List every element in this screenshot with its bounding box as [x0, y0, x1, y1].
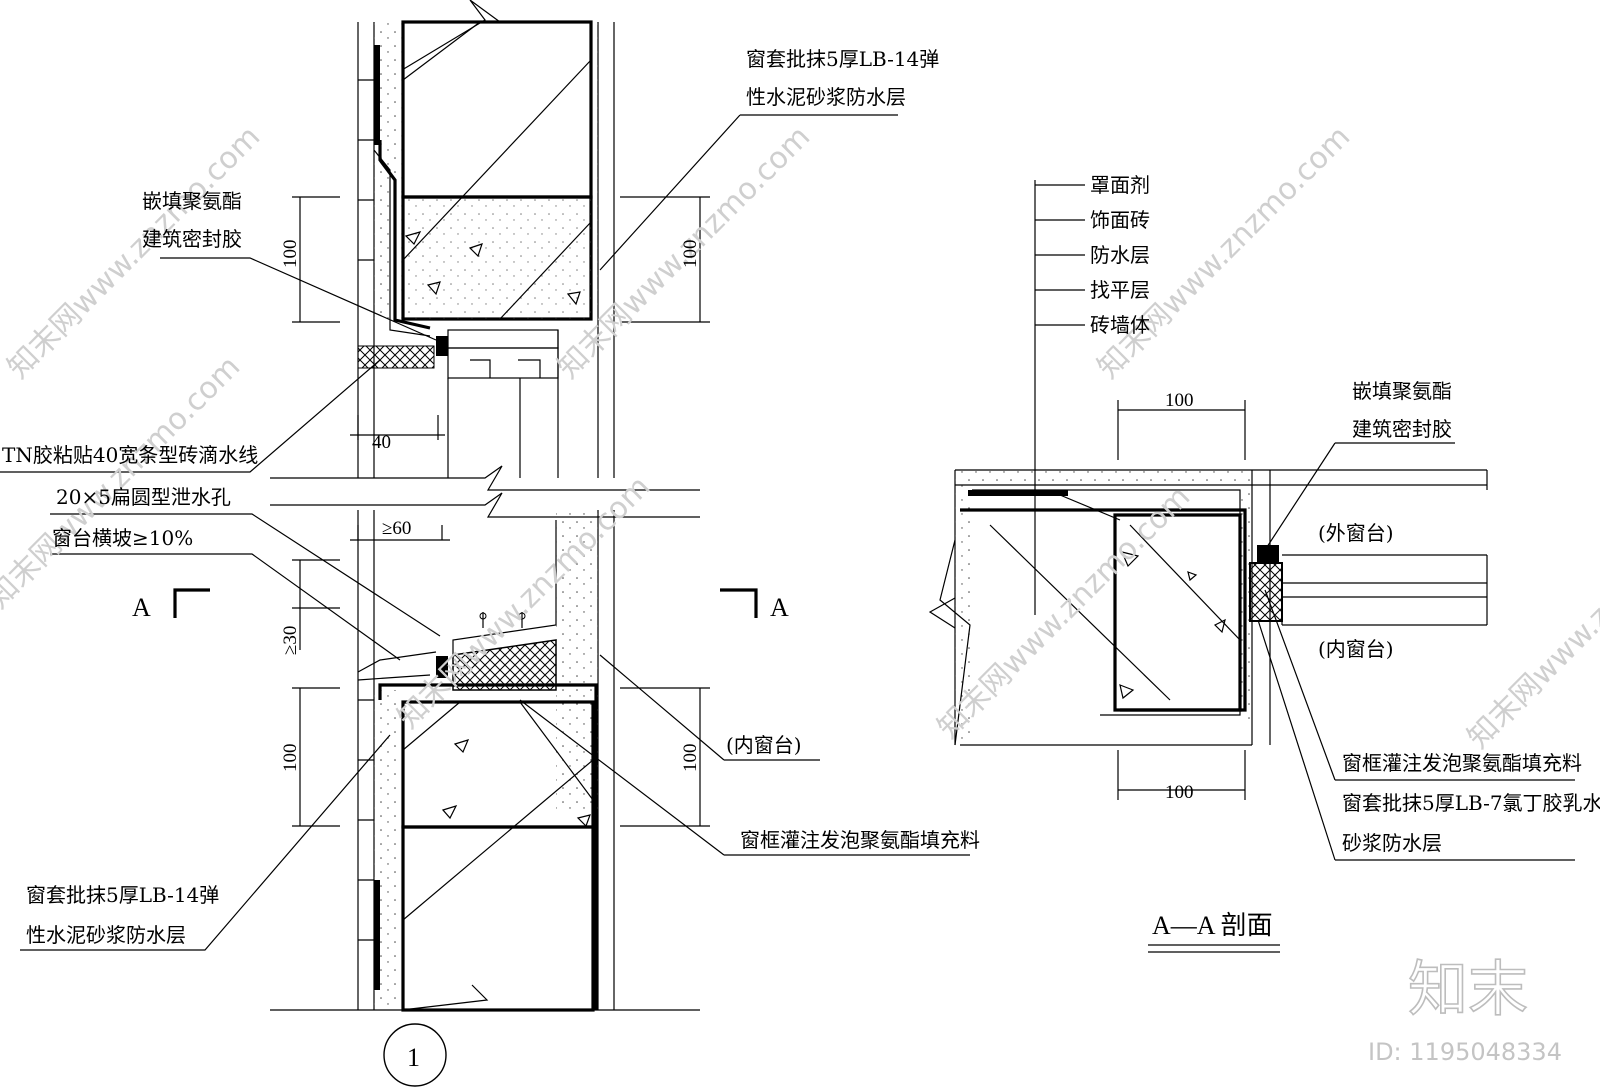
aa-sealant-label-line2: 建筑密封胶 [1352, 417, 1452, 441]
aa-dim-top: 100 [1165, 390, 1194, 411]
svg-text:知末网www.znzmo.com: 知末网www.znzmo.com [391, 469, 657, 735]
left-labels: 嵌填聚氨酯 建筑密封胶 窗套批抹5厚LB-14弹 性水泥砂浆防水层 TN胶粘贴4… [2, 47, 980, 1072]
section-aa-frame [1249, 470, 1488, 626]
section-aa-leaders [1034, 180, 1575, 953]
inner-sill-label: (内窗台) [726, 733, 802, 757]
left-dimension-lines [292, 196, 710, 827]
foam-fill-label: 窗框灌注发泡聚氨酯填充料 [740, 828, 980, 852]
dim-ge60: ≥60 [382, 518, 411, 539]
aa-foam-fill-label: 窗框灌注发泡聚氨酯填充料 [1342, 751, 1582, 775]
left-section-marks [173, 588, 758, 618]
dim-top-left-100: 100 [280, 240, 301, 269]
drip-line-label: TN胶粘贴40宽条型砖滴水线 [2, 443, 258, 467]
layer-label-4: 找平层 [1090, 278, 1150, 302]
dim-ge30: ≥30 [280, 626, 301, 655]
svg-text:知末网www.znzmo.com: 知末网www.znzmo.com [1, 119, 267, 385]
left-leaders [0, 114, 970, 951]
detail-number: 1 [407, 1043, 420, 1072]
bottom-waterproof-label-line2: 性水泥砂浆防水层 [26, 923, 186, 947]
layer-label-1: 罩面剂 [1090, 173, 1150, 197]
brand-watermark: 知末 ID: 1195048334 [1368, 954, 1562, 1066]
left-window-frame [270, 0, 700, 518]
detail-number-circle [383, 1023, 447, 1087]
aa-outer-sill-label: (外窗台) [1318, 521, 1394, 545]
aa-sealant-label-line1: 嵌填聚氨酯 [1352, 379, 1452, 403]
aa-section-title: A—A 剖面 [1152, 911, 1273, 940]
sill-slope-label: 窗台横坡≥10% [52, 526, 193, 550]
section-aa-labels: 罩面剂 饰面砖 防水层 找平层 砖墙体 嵌填聚氨酯 建筑密封胶 (外窗台) (内… [1090, 173, 1600, 940]
dim-40: 40 [372, 432, 391, 453]
layer-label-2: 饰面砖 [1090, 208, 1150, 232]
svg-text:知末网www.znzmo.com: 知末网www.znzmo.com [1461, 489, 1600, 755]
left-wall-outlines [357, 22, 615, 1010]
section-aa-dimensions [1117, 400, 1246, 800]
bottom-waterproof-label-line1: 窗套批抹5厚LB-14弹 [26, 883, 219, 907]
dim-top-right-100: 100 [680, 240, 701, 269]
section-mark-right: A [770, 593, 789, 622]
weep-hole-label: 20×5扁圆型泄水孔 [56, 485, 231, 509]
section-aa-wall [928, 469, 1487, 746]
aa-dim-bottom: 100 [1165, 782, 1194, 803]
top-sealant-label-line2: 建筑密封胶 [142, 227, 242, 251]
left-sill [357, 520, 557, 691]
top-waterproof-label-line1: 窗套批抹5厚LB-14弹 [746, 47, 939, 71]
aa-waterproof-label-line2: 砂浆防水层 [1342, 831, 1442, 855]
svg-text:知末网www.znzmo.com: 知末网www.znzmo.com [0, 349, 247, 615]
aa-waterproof-label-line1: 窗套批抹5厚LB-7氯丁胶乳水泥 [1342, 791, 1600, 815]
dim-bottom-right-100: 100 [680, 744, 701, 773]
top-waterproof-label-line2: 性水泥砂浆防水层 [746, 85, 906, 109]
brand-logo-text: 知末 [1408, 955, 1528, 1025]
id-text: ID: 1195048334 [1368, 1038, 1562, 1066]
left-bottom-block [270, 683, 700, 1012]
layer-label-5: 砖墙体 [1090, 313, 1150, 337]
top-sealant-label-line1: 嵌填聚氨酯 [142, 189, 242, 213]
section-mark-left: A [132, 593, 151, 622]
layer-label-3: 防水层 [1090, 243, 1150, 267]
left-top-block [373, 20, 593, 337]
aa-inner-sill-label: (内窗台) [1318, 637, 1394, 661]
dim-bottom-left-100: 100 [280, 744, 301, 773]
